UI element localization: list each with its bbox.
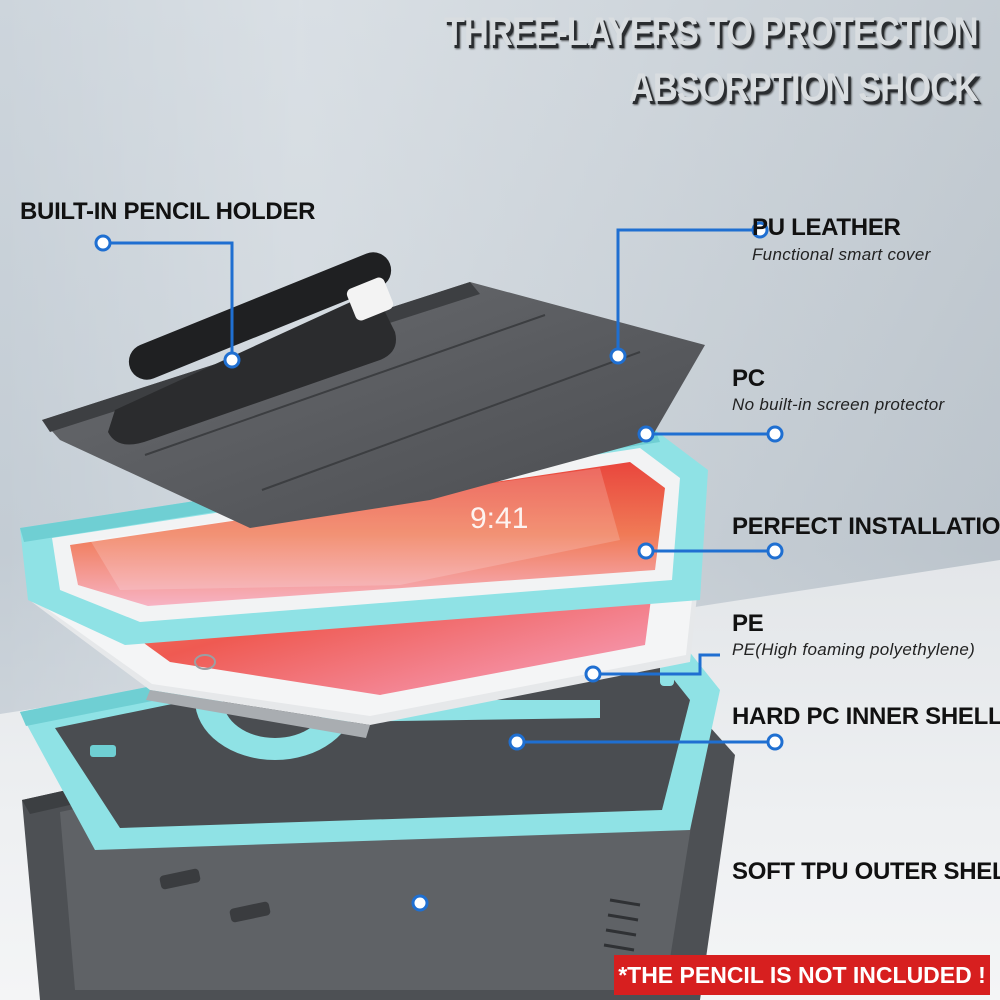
pu-leather-cover <box>42 252 705 528</box>
pu-leather-subtitle: Functional smart cover <box>752 245 931 264</box>
headline-line-2: ABSORPTION SHOCK <box>628 66 979 110</box>
callout-dots <box>94 221 784 912</box>
pc-title: PC <box>732 365 765 392</box>
pe-subtitle: PE(High foaming polyethylene) <box>732 640 976 659</box>
headline-line-1: THREE-LAYERS TO PROTECTION <box>444 10 979 54</box>
hard-pc-inner-shell-title: HARD PC INNER SHELL <box>732 703 1000 730</box>
tablet-time: 9:41 <box>470 502 528 535</box>
screen-glass <box>90 468 620 590</box>
pe-title: PE <box>732 610 764 637</box>
callout-lines <box>103 228 775 744</box>
pencil-holder-title: BUILT-IN PENCIL HOLDER <box>20 198 316 225</box>
perfect-installation-title: PERFECT INSTALLATION <box>732 513 1000 540</box>
pu-leather-title: PU LEATHER <box>752 214 901 241</box>
pencil-not-included-banner: *THE PENCIL IS NOT INCLUDED ! <box>614 955 990 995</box>
soft-tpu-outer-shell-title: SOFT TPU OUTER SHELL <box>732 858 1000 885</box>
pc-subtitle: No built-in screen protector <box>732 395 945 414</box>
